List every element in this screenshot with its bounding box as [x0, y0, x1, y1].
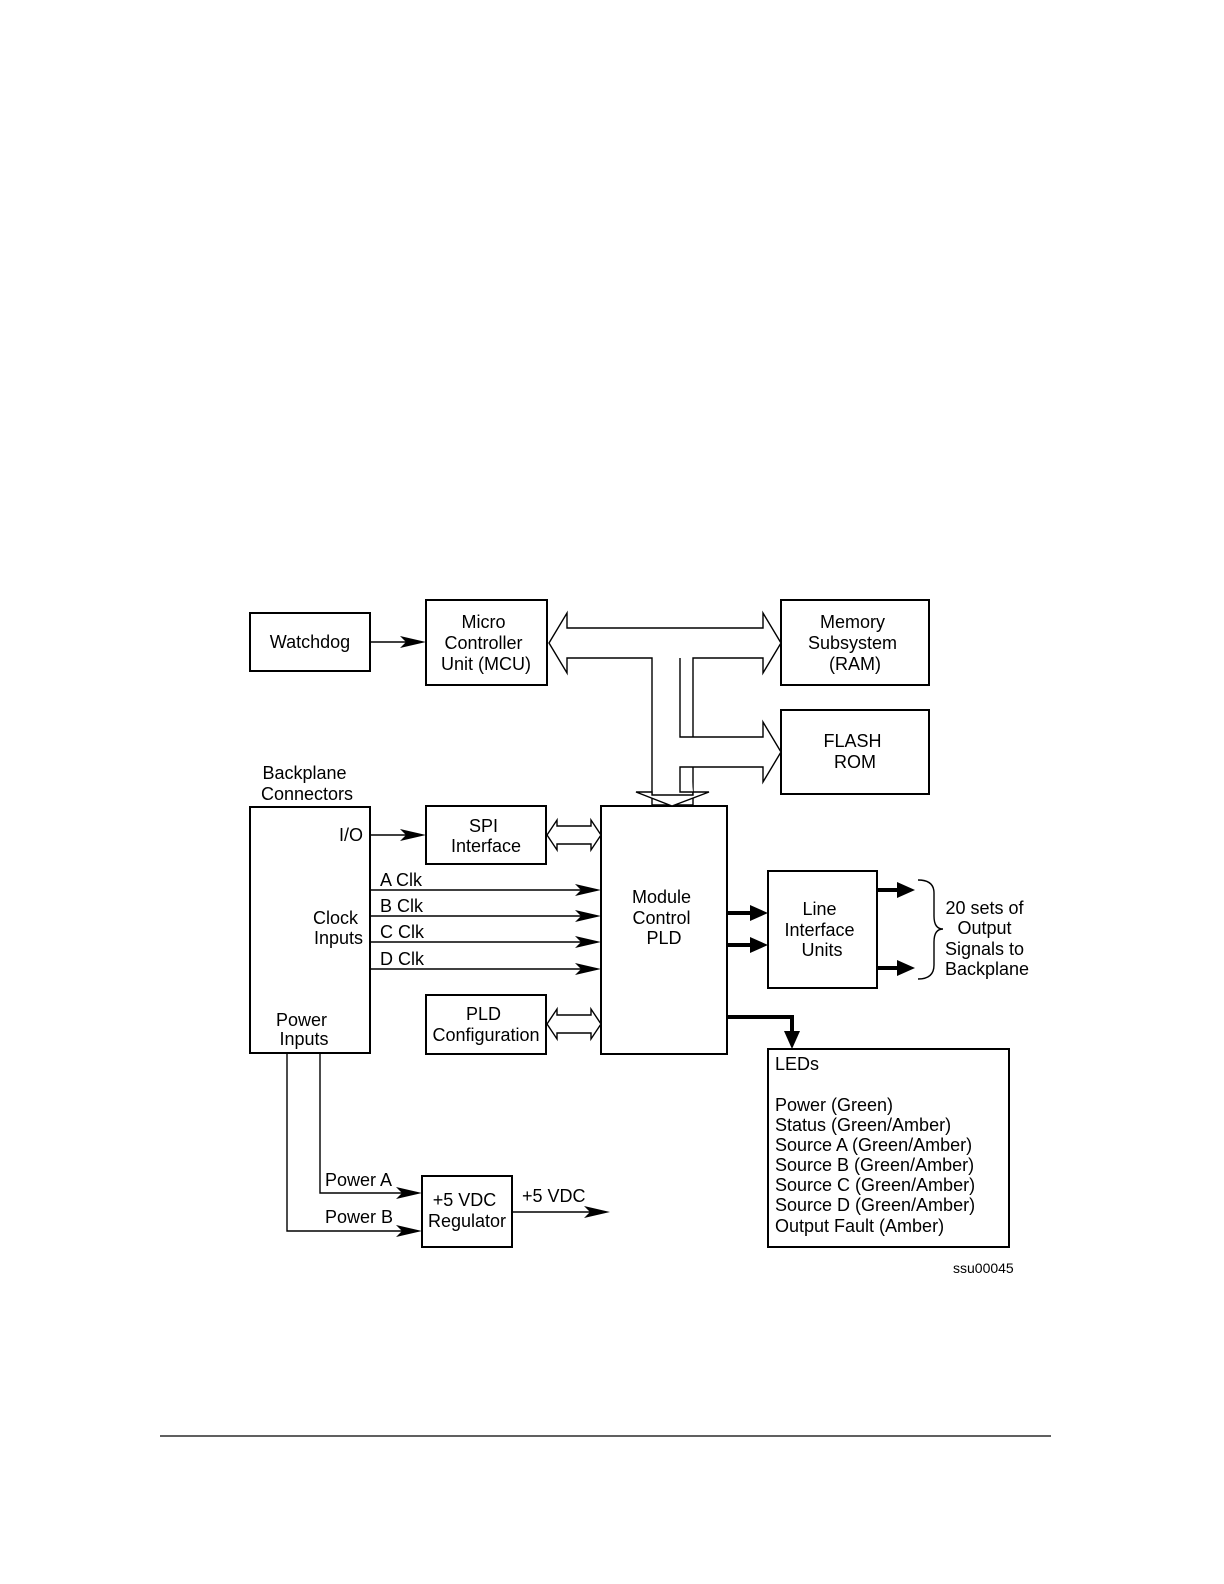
regulator-block: +5 VDC Regulator [421, 1175, 513, 1248]
module-control-pld-block: Module Control PLD [600, 805, 728, 1055]
spi-to-pld-bus-arrow [546, 817, 602, 853]
output-signals-note: 20 sets of Output Signals to Backplane [945, 898, 1029, 979]
figure-id: ssu00045 [953, 1260, 1014, 1276]
liu-output-arrows [877, 882, 915, 976]
spi-interface-block: SPI Interface [425, 805, 547, 865]
mcu-memory-bus-arrow [548, 610, 782, 807]
svg-text:Module Control PLD: Module Control PLD [632, 887, 696, 948]
svg-text:I/O: I/O [339, 825, 363, 845]
memory-subsystem-block: Memory Subsystem (RAM) [780, 599, 930, 686]
svg-text:Watchdog: Watchdog [270, 632, 350, 652]
svg-text:Power Inputs: Power Inputs [276, 1010, 332, 1049]
watchdog-to-mcu-arrow [370, 636, 426, 648]
pldconfig-to-pld-bus-arrow [546, 1006, 602, 1042]
pld-to-liu-arrows [727, 905, 768, 953]
clock-label-c: C Clk [380, 922, 425, 942]
svg-text:SPI Interface: SPI Interface [451, 816, 521, 856]
flash-rom-block: FLASH ROM [780, 709, 930, 795]
power-lines [286, 1053, 422, 1237]
clock-label-b: B Clk [380, 896, 424, 916]
clock-label-a: A Clk [380, 870, 423, 890]
power-a-label: Power A [325, 1170, 392, 1190]
pld-configuration-block: PLD Configuration [425, 994, 547, 1055]
clock-label-d: D Clk [380, 949, 425, 969]
svg-text:Clock Inputs: Clock Inputs [313, 908, 363, 948]
svg-text:Line Interface Uni: Line Interface Units [784, 899, 859, 960]
vdc-output-label: +5 VDC [522, 1186, 586, 1206]
output-brace [917, 879, 944, 980]
svg-text:FLASH ROM: FLASH ROM [823, 731, 886, 772]
svg-text:Micro Controller U: Micro Controller Unit (MCU) [441, 612, 531, 674]
backplane-connectors-block: Backplane Connectors I/O Clock Inputs Po… [249, 763, 371, 1054]
line-interface-units-block: Line Interface Units [767, 870, 878, 989]
svg-text:PLD Configuration: PLD Configuration [432, 1004, 539, 1045]
svg-text:Backplane Connectors: Backplane Connectors [261, 763, 353, 804]
pld-to-leds-arrow [727, 1015, 800, 1049]
svg-text:+5 VDC Regulator: +5 VDC Regulator [428, 1190, 506, 1231]
watchdog-block: Watchdog [249, 612, 371, 672]
svg-text:Memory Subsystem (: Memory Subsystem (RAM) [808, 612, 902, 674]
vdc-output-arrow [512, 1206, 610, 1218]
io-to-spi-arrow [370, 829, 426, 841]
leds-block: LEDs Power (Green) Status (Green/Amber) … [767, 1048, 1010, 1248]
svg-text:Power (Green) Status (Gr: Power (Green) Status (Green/Amber) Sourc… [775, 1095, 980, 1236]
clock-input-lines [370, 884, 601, 975]
mcu-block: Micro Controller Unit (MCU) [425, 599, 548, 686]
power-b-label: Power B [325, 1207, 393, 1227]
svg-text:LEDs: LEDs [775, 1054, 819, 1074]
